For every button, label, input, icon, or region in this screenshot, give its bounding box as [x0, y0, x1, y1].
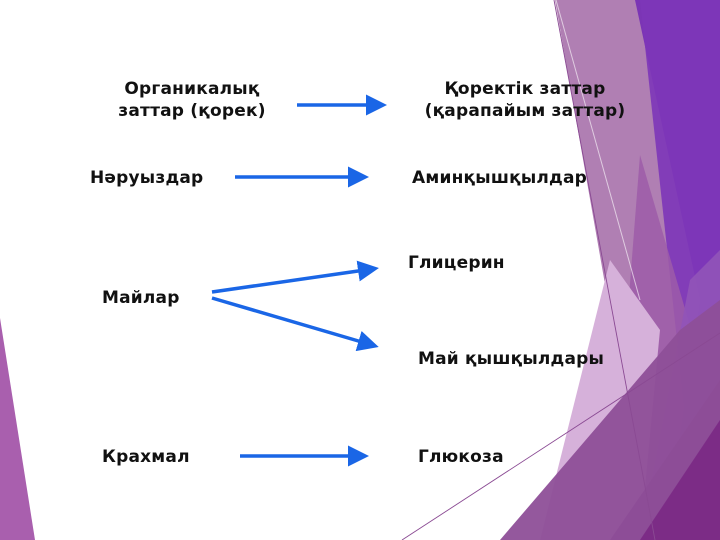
left-accent-shape — [0, 318, 35, 540]
header-left-label: Органикалық заттар (қорек) — [92, 78, 292, 122]
header-left-line2: заттар (қорек) — [118, 101, 266, 121]
header-left-line1: Органикалық — [124, 79, 260, 99]
product-label-fatty-acids: Май қышқылдары — [418, 349, 605, 369]
product-label-glycerol: Глицерин — [408, 253, 505, 273]
thin-diagonal-line-2 — [401, 332, 720, 540]
thin-diagonal-line-1 — [553, 0, 656, 540]
source-label-fats: Майлар — [102, 288, 180, 308]
header-right-label: Қоректік заттар (қарапайым заттар) — [400, 78, 650, 122]
product-label-amino-acids: Аминқышқылдар — [412, 168, 588, 188]
source-label-starch: Крахмал — [102, 447, 190, 467]
source-label-proteins: Нәруыздар — [90, 168, 204, 188]
plum-facet-shape — [500, 300, 720, 540]
product-label-glucose: Глюкоза — [418, 447, 504, 467]
header-right-line2: (қарапайым заттар) — [424, 101, 626, 121]
header-right-line1: Қоректік заттар — [444, 79, 606, 99]
right-arrow-icon-fats-fatty-acids — [211, 296, 379, 352]
right-arrow-icon-fats-glycerol — [211, 260, 379, 294]
